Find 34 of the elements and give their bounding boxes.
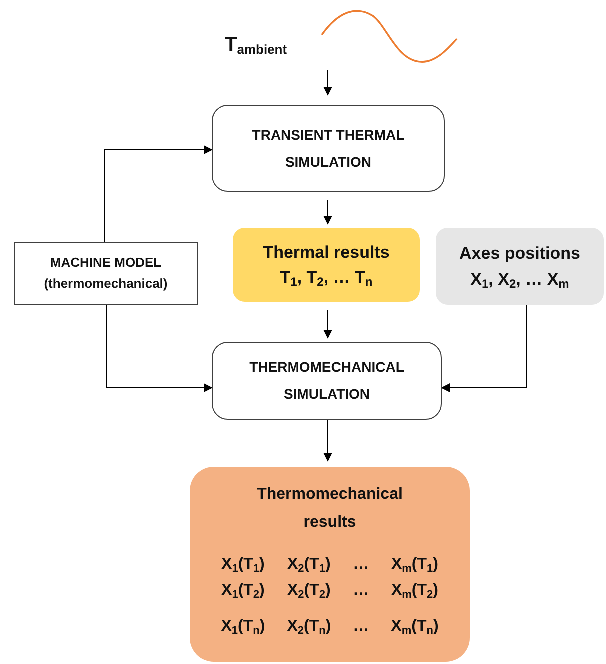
result-box: [190, 467, 470, 662]
box-title: THERMOMECHANICAL SIMULATION: [248, 358, 406, 404]
process-box: [212, 105, 445, 192]
result-formula: X$_{1}$(T$_{n}$): [221, 617, 266, 639]
input-box: [436, 228, 604, 305]
result-formula: …: [353, 617, 370, 637]
arrow: [104, 146, 213, 242]
box-title: Axes positions: [460, 243, 580, 265]
result-formula: X$_{m}$(T$_{2}$): [391, 581, 439, 603]
result-formula: …: [353, 581, 370, 601]
result-formula: X$_{m}$(T$_{1}$): [391, 555, 439, 577]
process-box: [212, 342, 442, 420]
box-title: Thermal results: [263, 242, 390, 264]
arrow: [106, 304, 213, 392]
arrow: [324, 200, 332, 225]
arrow: [324, 420, 332, 462]
arrow: [324, 70, 332, 96]
box-title: Thermomechanical results: [256, 485, 404, 533]
result-formula: X$_{1}$(T$_{2}$): [221, 581, 266, 603]
result-formula: X$_{2}$(T$_{2}$): [287, 581, 332, 603]
arrow: [441, 304, 528, 392]
result-formula: X$_{m}$(T$_{n}$): [391, 617, 439, 639]
signal-label: T$_{ambient}$: [225, 33, 288, 60]
box-formula: X$_{1}$, X$_{2}$, … X$_{m}$: [470, 268, 570, 292]
result-formula: X$_{1}$(T$_{1}$): [221, 555, 266, 577]
box-formula: T$_{1}$, T$_{2}$, … T$_{n}$: [280, 267, 373, 290]
result-formula: X$_{2}$(T$_{1}$): [287, 555, 332, 577]
result-formula: …: [353, 555, 370, 575]
box-title: MACHINE MODEL (thermomechanical): [43, 254, 169, 293]
model-box: [14, 242, 198, 305]
arrow: [324, 310, 332, 339]
result-formula: X$_{2}$(T$_{n}$): [287, 617, 332, 639]
result-box: [233, 228, 420, 302]
box-title: TRANSIENT THERMAL SIMULATION: [251, 126, 406, 172]
